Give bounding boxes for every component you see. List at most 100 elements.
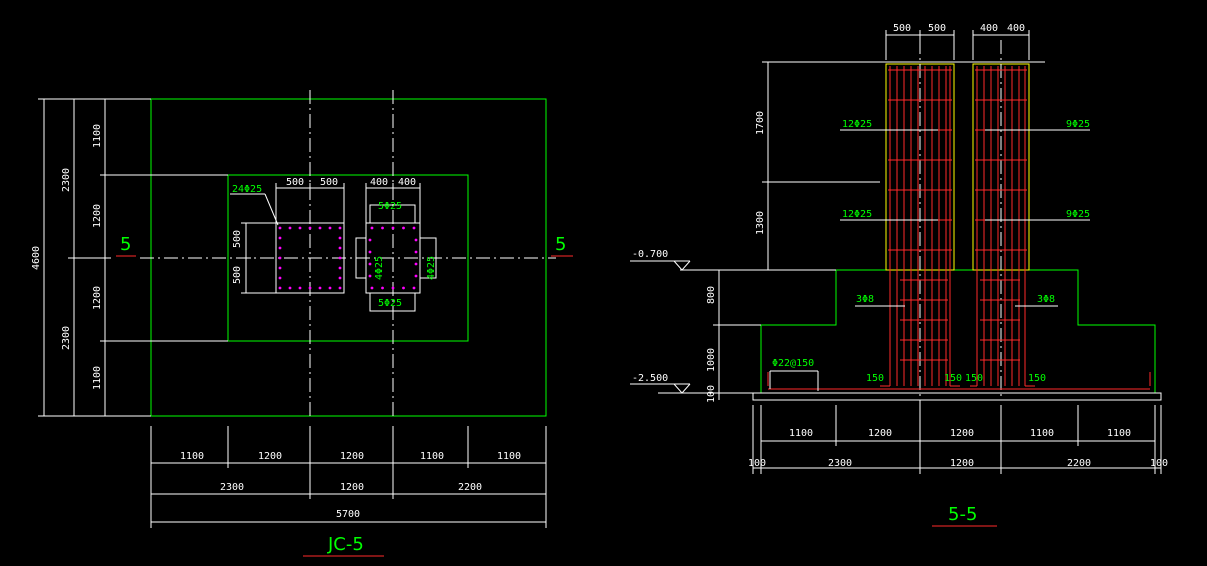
rebar-dot <box>414 262 418 266</box>
rebar-dot <box>338 236 342 240</box>
rebar-dot <box>338 276 342 280</box>
section-rebar-left-lower: 12Φ25 <box>842 209 872 220</box>
rebar-dot <box>318 286 322 290</box>
rebar-dot <box>338 266 342 270</box>
rebar-dot <box>368 274 372 278</box>
rebar-dot <box>308 226 312 230</box>
section-bottom-dims: 1100 1200 1200 1100 1100 100 2300 1200 2… <box>748 405 1168 474</box>
section-base-rebar: Φ22@150 <box>772 358 814 369</box>
section-bottom-dim-r2-3: 1200 <box>950 458 974 469</box>
section-height-dims: 1700 1300 800 1000 100 <box>706 61 1045 403</box>
plan-bottom-dim-total: 5700 <box>336 509 360 520</box>
plan-left-dim-in-4: 1100 <box>92 366 103 390</box>
plan-rebar-dots <box>278 226 418 290</box>
plan-bottom-dim-r2-3: 2200 <box>458 482 482 493</box>
section-callouts: 12Φ25 12Φ25 9Φ25 9Φ25 3Φ8 3Φ8 Φ22@150 15… <box>769 119 1090 391</box>
plan-column-left <box>275 222 345 294</box>
plan-bottom-dim-2: 1200 <box>258 451 282 462</box>
section-level-top: -0.700 <box>632 249 668 260</box>
section-pedestal-dim-2: 1000 <box>706 348 717 372</box>
plan-bottom-dim-1: 1100 <box>180 451 204 462</box>
rebar-dot <box>308 286 312 290</box>
rebar-dot <box>318 226 322 230</box>
plan-col-dim-r2: 400 <box>398 177 416 188</box>
rebar-dot <box>338 256 342 260</box>
plan-column-right-tab-top <box>369 204 416 224</box>
rebar-dot <box>414 250 418 254</box>
rebar-dot <box>381 226 384 230</box>
section-rebar <box>767 66 1151 390</box>
rebar-dot <box>278 226 282 230</box>
rebar-dot <box>298 286 302 290</box>
plan-rebar-left-label: 24Φ25 <box>232 184 262 195</box>
section-height-dim-1: 1700 <box>755 111 766 135</box>
section-bottom-dim-5: 1100 <box>1107 428 1131 439</box>
rebar-dot <box>412 286 416 290</box>
section-pedestal-dim-1: 800 <box>706 286 717 304</box>
section-bottom-dim-4: 1100 <box>1030 428 1054 439</box>
rebar-dot <box>278 276 282 280</box>
section-rebar-right-lower: 9Φ25 <box>1066 209 1090 220</box>
plan-left-dim-mid-2: 2300 <box>61 326 72 350</box>
section-top-dim-r2: 400 <box>1007 23 1025 34</box>
section-footing-outline <box>760 269 1156 393</box>
plan-bottom-dim-r2-1: 2300 <box>220 482 244 493</box>
rebar-dot <box>328 226 332 230</box>
rebar-dot <box>368 262 372 266</box>
plan-view: 500 500 400 400 500 500 24Φ25 5Φ25 5Φ25 … <box>31 90 573 557</box>
section-top-dims: 500 500 400 400 <box>885 23 1030 60</box>
section-top-dim-r1: 400 <box>980 23 998 34</box>
section-view: 500 500 400 400 1700 1300 800 1000 100 -… <box>630 23 1168 527</box>
rebar-dot <box>288 226 292 230</box>
plan-bottom-dim-3: 1200 <box>340 451 364 462</box>
section-stirrup-right: 3Φ8 <box>1037 294 1055 305</box>
plan-title: JC-5 <box>327 534 364 555</box>
plan-col-dim-r1: 400 <box>370 177 388 188</box>
plan-rebar-right-bottom-label: 5Φ25 <box>378 298 402 309</box>
rebar-dot <box>370 226 374 230</box>
section-top-dim-l2: 500 <box>928 23 946 34</box>
section-bottom-dim-r2-1: 100 <box>748 458 766 469</box>
plan-rebar-right-inner-right: 4Φ25 <box>426 256 437 280</box>
plan-left-dim-total: 4600 <box>31 246 42 270</box>
rebar-dot <box>278 256 282 260</box>
rebar-dot <box>338 226 342 230</box>
section-bottom-dim-r2-2: 2300 <box>828 458 852 469</box>
section-bottom-dim-2: 1200 <box>868 428 892 439</box>
plan-rebar-right-inner-left: 4Φ25 <box>374 256 385 280</box>
section-bottom-dim-1: 1100 <box>789 428 813 439</box>
plan-left-dim-mid-1: 2300 <box>61 168 72 192</box>
rebar-dot <box>391 226 395 230</box>
plan-col-side-dim-2: 500 <box>232 266 243 284</box>
rebar-dot <box>391 286 395 290</box>
plan-bottom-dim-4: 1100 <box>420 451 444 462</box>
section-bottom-dim-3: 1200 <box>950 428 974 439</box>
plan-column-right-tab-left <box>355 237 367 279</box>
section-hook-dim-3: 150 <box>965 373 983 384</box>
plan-bottom-dim-5: 1100 <box>497 451 521 462</box>
section-bottom-dim-r2-4: 2200 <box>1067 458 1091 469</box>
plan-pedestal-outline <box>227 174 469 342</box>
plan-section-mark-right: 5 <box>555 234 566 255</box>
rebar-dot <box>368 250 372 254</box>
rebar-dot <box>370 286 374 290</box>
plan-column-right-tab-right <box>419 237 437 279</box>
section-rebar-left-upper: 12Φ25 <box>842 119 872 130</box>
plan-bottom-dim-r2-2: 1200 <box>340 482 364 493</box>
section-pedestal-dim-3: 100 <box>706 385 717 403</box>
rebar-dot <box>278 246 282 250</box>
section-title: 5-5 <box>948 504 977 525</box>
rebar-dot <box>278 266 282 270</box>
rebar-dot <box>278 286 282 290</box>
rebar-dot <box>338 246 342 250</box>
section-bottom-dim-r2-5: 100 <box>1150 458 1168 469</box>
rebar-dot <box>414 238 418 242</box>
section-hook-dim-1: 150 <box>866 373 884 384</box>
section-rebar-right-upper: 9Φ25 <box>1066 119 1090 130</box>
section-stirrup-left: 3Φ8 <box>856 294 874 305</box>
rebar-dot <box>402 226 405 230</box>
plan-left-dim-in-2: 1200 <box>92 204 103 228</box>
rebar-dot <box>328 286 332 290</box>
rebar-dot <box>414 274 418 278</box>
